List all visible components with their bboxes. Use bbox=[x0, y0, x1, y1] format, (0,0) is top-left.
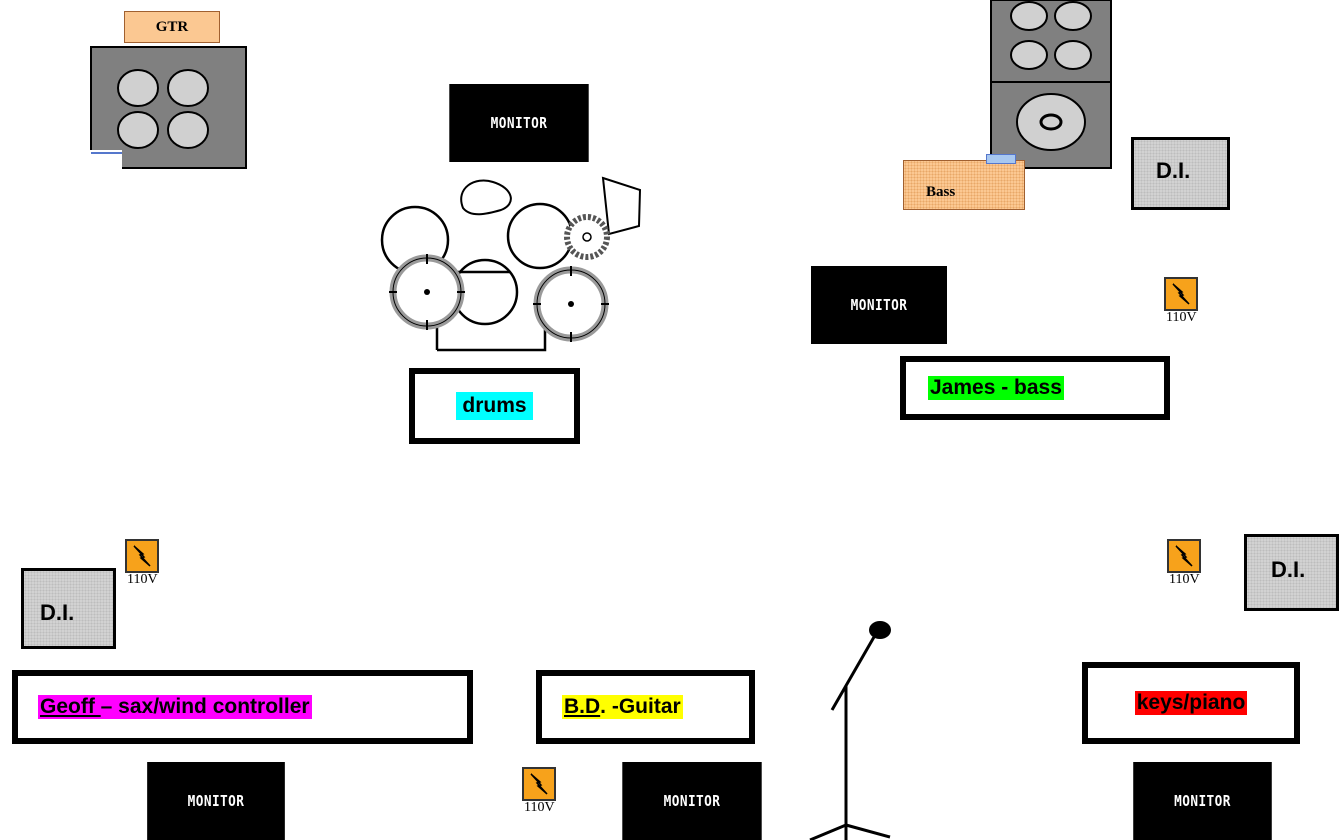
bass-amp-icon bbox=[989, 0, 1113, 170]
power-voltage-label: 110V bbox=[127, 573, 167, 587]
bass-amp-connector bbox=[986, 154, 1016, 164]
monitor-label: MONITOR bbox=[851, 296, 908, 314]
power-outlet-bass: 110V bbox=[1164, 277, 1206, 325]
keys-monitor: MONITOR bbox=[1133, 762, 1272, 840]
lightning-power-icon bbox=[522, 767, 556, 801]
guitar-monitor: MONITOR bbox=[622, 762, 761, 840]
keys-label-box: keys/piano bbox=[1082, 662, 1300, 744]
lightning-power-icon bbox=[1164, 277, 1198, 311]
bd-label: B.D. -Guitar bbox=[562, 695, 683, 719]
drums-monitor: MONITOR bbox=[449, 84, 588, 162]
bass-monitor: MONITOR bbox=[811, 266, 947, 344]
power-voltage-label: 110V bbox=[1169, 573, 1209, 587]
di-label: D.I. bbox=[40, 600, 74, 625]
microphone-stand-icon bbox=[800, 615, 910, 840]
geoff-monitor: MONITOR bbox=[147, 762, 285, 840]
james-label: James - bass bbox=[928, 376, 1064, 400]
drum-kit-icon bbox=[375, 168, 655, 353]
drums-label-box: drums bbox=[409, 368, 580, 444]
bass-amp-label: Bass bbox=[903, 160, 1025, 210]
lightning-power-icon bbox=[125, 539, 159, 573]
james-label-box: James - bass bbox=[900, 356, 1170, 420]
gtr-label-text: GTR bbox=[156, 19, 189, 36]
keys-label: keys/piano bbox=[1135, 691, 1248, 715]
di-label: D.I. bbox=[1271, 557, 1305, 582]
power-outlet-guitar: 110V bbox=[522, 767, 564, 815]
monitor-label: MONITOR bbox=[491, 114, 548, 132]
geoff-instruments: – sax/wind controller bbox=[101, 695, 310, 718]
di-box-keys: D.I. bbox=[1244, 534, 1339, 611]
di-box-geoff: D.I. bbox=[21, 568, 116, 649]
monitor-label: MONITOR bbox=[1174, 792, 1231, 810]
monitor-label: MONITOR bbox=[188, 792, 245, 810]
power-voltage-label: 110V bbox=[524, 801, 564, 815]
guitar-amp-icon bbox=[88, 46, 248, 170]
geoff-name: Geoff bbox=[40, 695, 101, 718]
gtr-amp-label: GTR bbox=[124, 11, 220, 43]
di-box-bass: D.I. bbox=[1131, 137, 1230, 210]
bd-label-box: B.D. -Guitar bbox=[536, 670, 755, 744]
power-voltage-label: 110V bbox=[1166, 311, 1206, 325]
di-label: D.I. bbox=[1156, 158, 1190, 183]
monitor-label: MONITOR bbox=[664, 792, 721, 810]
bd-instrument: . -Guitar bbox=[600, 695, 681, 718]
drums-label: drums bbox=[456, 392, 532, 420]
power-outlet-geoff: 110V bbox=[125, 539, 167, 587]
bass-label-text: Bass bbox=[926, 184, 955, 201]
bd-name: B.D bbox=[564, 695, 600, 718]
lightning-power-icon bbox=[1167, 539, 1201, 573]
geoff-label-box: Geoff – sax/wind controller bbox=[12, 670, 473, 744]
geoff-label: Geoff – sax/wind controller bbox=[38, 695, 312, 719]
power-outlet-keys: 110V bbox=[1167, 539, 1209, 587]
